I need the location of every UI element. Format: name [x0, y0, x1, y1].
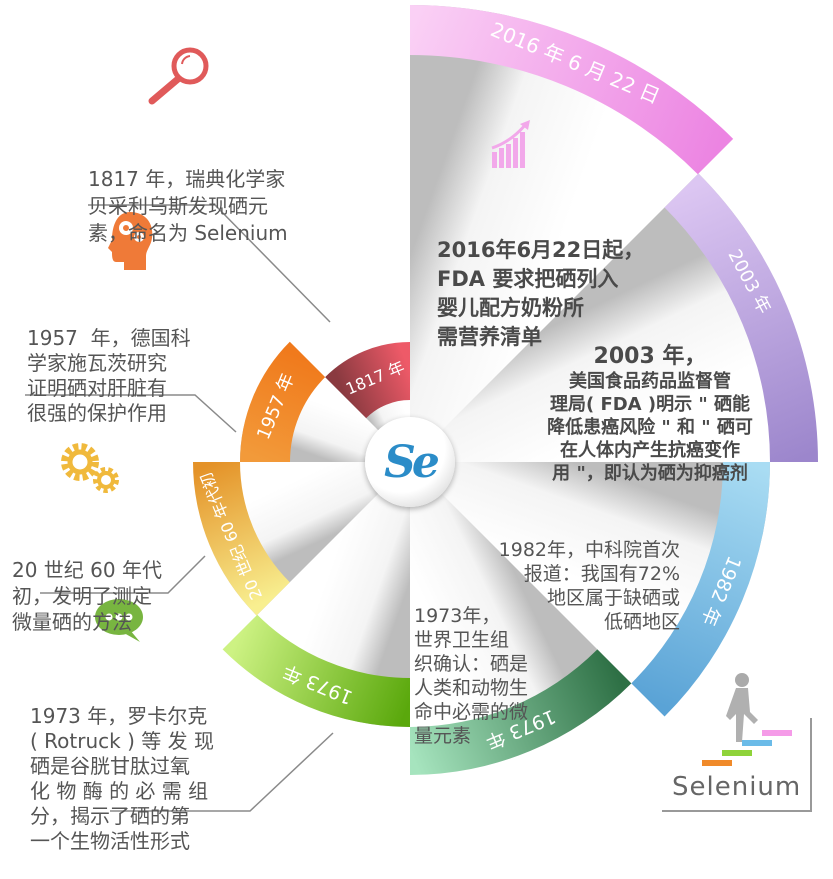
step-pink — [762, 730, 792, 736]
band-purple — [664, 173, 818, 462]
leader-lines — [25, 204, 334, 812]
band-pink — [410, 5, 734, 175]
band-orange — [240, 341, 326, 462]
head-gears-icon — [108, 212, 153, 270]
event-1960s-text: 20 世纪 60 年代初，发明了测定微量硒的方法 — [12, 558, 162, 634]
event-1957-text: 1957 年，德国科学家施瓦茨研究证明硒对肝脏有很强的保护作用 — [27, 326, 191, 425]
climbing-figure-icon — [702, 673, 792, 766]
event-2003-text: 2003 年，美国食品药品监督管理局( FDA )明示 " 硒能降低患癌风险 "… — [547, 344, 753, 484]
magnifier-icon — [148, 47, 209, 105]
leader-line-1960 — [40, 555, 206, 594]
band-yellow — [193, 462, 290, 616]
selenium-logo: Se — [365, 417, 455, 507]
event-1982-text: 1982年，中科院首次报道：我国有72%地区属于缺硒或低硒地区 — [498, 539, 680, 633]
gears-icon — [61, 443, 119, 493]
band-green_light — [222, 614, 410, 727]
event-1973-rotruck-text: 1973 年，罗卡尔克( Rotruck ) 等 发 现硒是谷胱甘肽过氧化 物 … — [30, 704, 214, 853]
event-1973-who-text: 1973年，世界卫生组织确认：硒是人类和动物生命中必需的微量元素 — [414, 605, 529, 747]
leader-line-1973 — [110, 732, 334, 812]
year-bands — [193, 5, 818, 775]
step-green — [722, 750, 752, 756]
brand-word: Selenium — [672, 772, 802, 802]
event-2016-text: 2016年6月22日起，FDA 要求把硒列入婴儿配方奶粉所需营养清单 — [437, 238, 645, 349]
step-blue — [742, 740, 772, 746]
timeline-wheel: 2016 年 6 月 22 日 2003 年 1982 年 1973 年 197… — [25, 5, 818, 812]
band-blue — [631, 462, 770, 717]
band-green_dark — [410, 649, 632, 775]
growth-chart-icon — [491, 120, 530, 168]
speech-bubble-icon — [95, 599, 143, 642]
leader-line-1817 — [88, 204, 331, 323]
event-1817-text: 1817 年，瑞典化学家贝采利乌斯发现硒元素，命名为 Selenium — [88, 167, 288, 245]
band-red — [325, 342, 410, 419]
selenium-brand-box: Selenium — [662, 673, 812, 812]
step-orange — [702, 760, 732, 766]
leader-line-1957 — [25, 394, 237, 433]
